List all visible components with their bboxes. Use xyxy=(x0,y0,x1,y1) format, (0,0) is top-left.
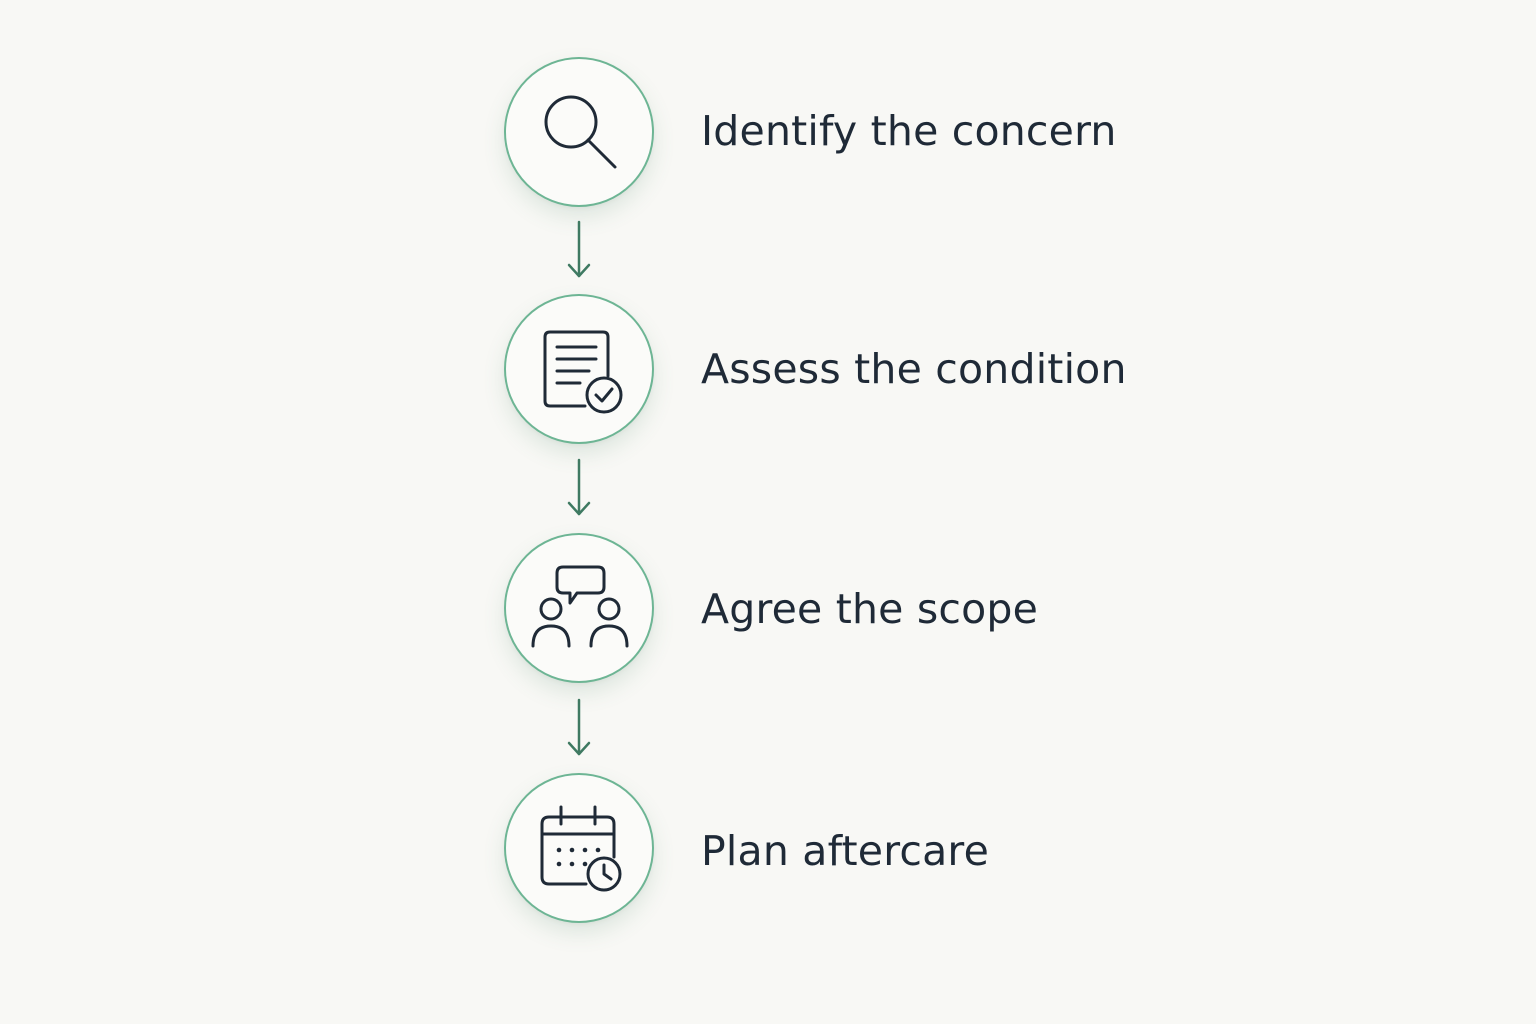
step-1-label: Identify the concern xyxy=(701,107,1117,155)
step-4-circle xyxy=(504,773,654,923)
step-2-label: Assess the condition xyxy=(701,345,1127,393)
arrow-down-icon xyxy=(567,698,591,756)
step-4-label: Plan aftercare xyxy=(701,827,989,875)
magnifying-glass-icon xyxy=(544,95,617,169)
step-3-label: Agree the scope xyxy=(701,585,1039,633)
calendar-clock-icon xyxy=(540,805,622,892)
arrow-down-icon xyxy=(567,220,591,278)
step-1-circle xyxy=(504,57,654,207)
step-3-circle xyxy=(504,533,654,683)
people-conversation-icon xyxy=(531,565,629,648)
step-2-circle xyxy=(504,294,654,444)
arrow-down-icon xyxy=(567,458,591,516)
document-check-icon xyxy=(543,330,623,414)
